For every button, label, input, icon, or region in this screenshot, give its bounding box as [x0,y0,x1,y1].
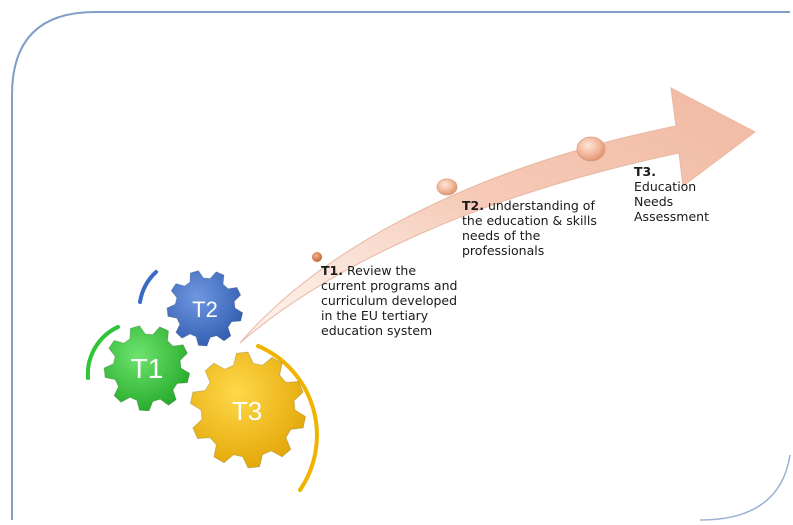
frame-border-bottom [699,454,791,521]
milestone-dot-t2 [436,178,458,196]
gear-t2-arc [138,270,158,304]
milestone-line: the education & skills [462,213,597,228]
milestone-line: Assessment [634,209,709,224]
gear-t3-arc [256,344,319,492]
gear-t3-body [189,351,307,469]
milestone-label-t2: T2. understanding of the education & ski… [462,198,597,258]
progress-arrow [239,87,756,344]
frame-border [11,11,790,520]
gear-t1-arc [85,325,120,380]
gear-t1 [103,325,191,412]
milestone-number-t1: T1. [321,263,343,278]
milestone-line: in the EU tertiary [321,308,429,323]
milestone-dot-t3 [576,136,606,162]
gear-t2-label: T2 [192,297,218,322]
gear-t3 [189,351,307,469]
milestone-line: Needs [634,194,674,209]
gear-t2-body [166,270,244,347]
gear-t1-label: T1 [131,353,164,384]
gear-t3-label: T3 [232,396,262,426]
milestone-number-t3: T3. [634,164,656,179]
milestone-number-t2: T2. [462,198,484,213]
milestone-line: Review the [342,263,417,278]
milestone-line: current programs and [321,278,458,293]
milestone-line: professionals [462,243,545,258]
milestone-line: education system [321,323,433,338]
milestone-line: curriculum developed [321,293,458,308]
gear-t2 [166,270,244,347]
milestone-line: needs of the [462,228,541,243]
milestone-label-t3: T3. Education Needs Assessment [634,164,709,224]
gear-t1-body [103,325,191,412]
milestone-line: understanding of [483,198,595,213]
milestone-line: Education [634,179,697,194]
milestone-label-t1: T1. Review the current programs and curr… [321,263,457,338]
milestone-dot-t1 [312,252,322,262]
